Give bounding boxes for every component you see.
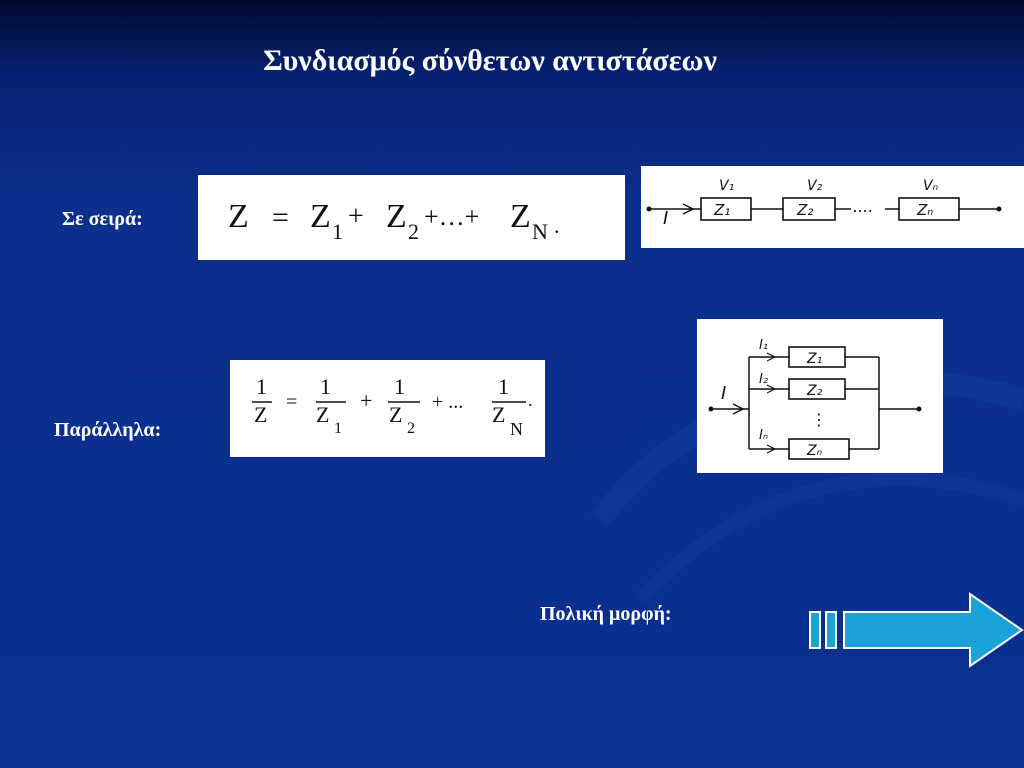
formula-sub-2: 2 (408, 219, 419, 244)
z2-label: Z₂ (796, 201, 813, 219)
term2-sub: 2 (407, 420, 415, 437)
formula-period: . (554, 213, 560, 238)
in-label: Iₙ (759, 428, 768, 443)
parallel-circuit-panel: I I₁ I₂ Iₙ Z₁ Z₂ ⋮ Zₙ (697, 319, 943, 473)
vn-label: Vₙ (923, 178, 939, 194)
termn-sub: N (510, 419, 523, 439)
parallel-formula: 1 Z = 1 Z 1 + 1 Z 2 + ... 1 Z N . (252, 374, 533, 439)
lhs-numerator: 1 (256, 374, 267, 399)
termn-denominator: Z (492, 402, 505, 427)
i2-label: I₂ (759, 372, 768, 387)
termn-numerator: 1 (498, 374, 509, 399)
pz2-label: Z₂ (806, 383, 823, 399)
series-ellipsis: .... (853, 197, 873, 216)
parallel-ellipsis: + ... (432, 391, 463, 413)
parallel-plus: + (360, 388, 372, 413)
term2-numerator: 1 (394, 374, 405, 399)
i1-label: I₁ (759, 338, 768, 353)
arrow-right-icon (809, 592, 1024, 668)
current-arrow-icon (732, 403, 745, 415)
formula-sub-n: N (532, 219, 548, 244)
polar-form-label: Πολική μορφή: (540, 603, 672, 625)
series-formula-panel: Z = Z 1 + Z 2 +…+ Z N . (198, 175, 625, 260)
formula-ellipsis: +…+ (424, 202, 479, 231)
parallel-label: Παράλληλα: (54, 419, 162, 441)
slide-title: Συνδιασμός σύνθετων αντιστάσεων (263, 44, 717, 77)
next-slide-button[interactable] (808, 592, 1024, 668)
parallel-vdots: ⋮ (811, 410, 827, 429)
pz1-label: Z₁ (806, 351, 822, 367)
term1-denominator: Z (316, 402, 329, 427)
current-label: I (663, 208, 668, 229)
formula-z1: Z (310, 198, 331, 235)
z1-label: Z₁ (713, 201, 730, 219)
series-formula: Z = Z 1 + Z 2 +…+ Z N . (228, 198, 560, 244)
term2-denominator: Z (389, 402, 402, 427)
parallel-equals: = (286, 391, 297, 413)
parallel-circuit-diagram: I I₁ I₂ Iₙ Z₁ Z₂ ⋮ Zₙ (708, 338, 922, 460)
parallel-formula-panel: 1 Z = 1 Z 1 + 1 Z 2 + ... 1 Z N . (230, 360, 545, 457)
formula-zn: Z (510, 198, 531, 235)
series-label: Σε σειρά: (62, 208, 143, 230)
parallel-period: . (528, 390, 533, 410)
lhs-denominator: Z (254, 402, 267, 427)
zn-label: Zₙ (916, 201, 933, 219)
series-circuit-panel: I Z₁ V₁ Z₂ V₂ .... Zₙ Vₙ (641, 166, 1024, 248)
v2-label: V₂ (807, 178, 823, 194)
pzn-label: Zₙ (806, 443, 823, 459)
term1-sub: 1 (334, 420, 342, 437)
formula-plus: + (348, 201, 364, 232)
v1-label: V₁ (719, 178, 734, 194)
term1-numerator: 1 (320, 374, 331, 399)
formula-z: Z (228, 198, 249, 235)
series-circuit-diagram: I Z₁ V₁ Z₂ V₂ .... Zₙ Vₙ (646, 178, 1002, 229)
formula-z2: Z (386, 198, 407, 235)
parallel-current-label: I (721, 383, 726, 404)
current-arrow-icon (682, 203, 695, 215)
formula-sub-1: 1 (332, 219, 343, 244)
formula-equals: = (272, 201, 289, 234)
